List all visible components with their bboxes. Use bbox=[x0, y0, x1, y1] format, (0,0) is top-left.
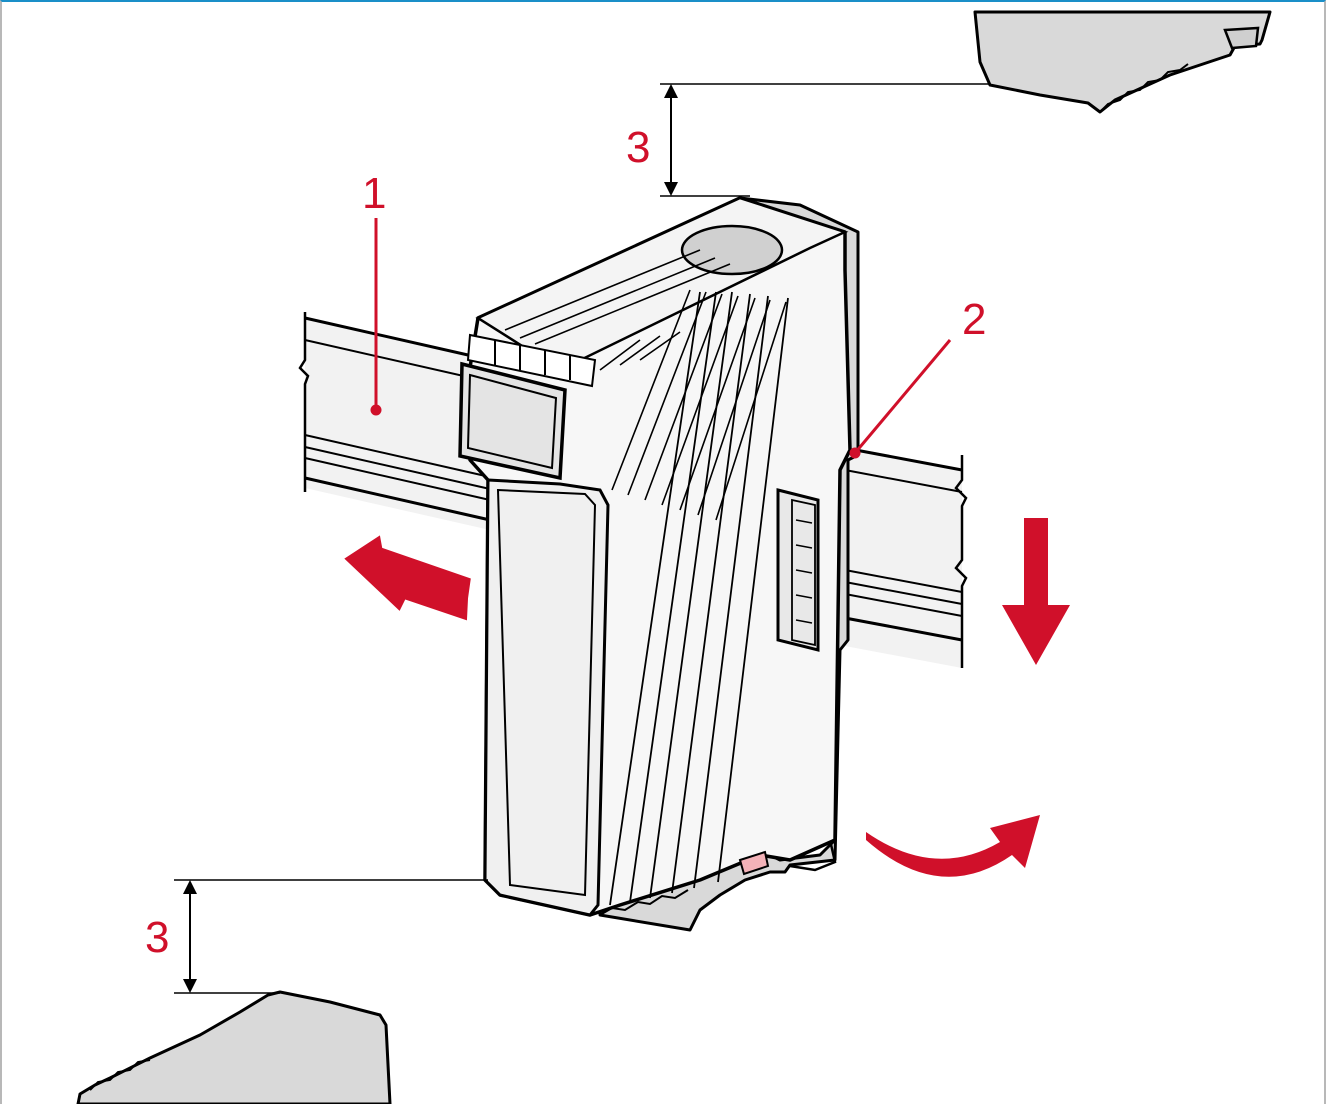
top-clearance-dimension bbox=[660, 83, 990, 197]
callout-3-bottom: 3 bbox=[145, 913, 169, 962]
arrow-down-icon bbox=[1002, 518, 1070, 665]
bottom-clearance-dimension bbox=[174, 879, 488, 994]
callout-1: 1 bbox=[362, 169, 386, 218]
side-connector bbox=[776, 488, 820, 652]
upper-neighbor-device bbox=[973, 10, 1272, 114]
callout-2: 2 bbox=[962, 295, 986, 344]
callout-3-top: 3 bbox=[626, 123, 650, 172]
curved-arrow-icon bbox=[866, 815, 1040, 877]
callout-2-leader bbox=[849, 339, 952, 459]
din-rail-right bbox=[844, 446, 968, 668]
module-housing bbox=[458, 196, 852, 917]
din-rail-left bbox=[298, 312, 491, 530]
callout-1-leader bbox=[370, 218, 382, 416]
lower-neighbor-device bbox=[76, 990, 392, 1104]
arrow-left-icon bbox=[344, 535, 471, 621]
